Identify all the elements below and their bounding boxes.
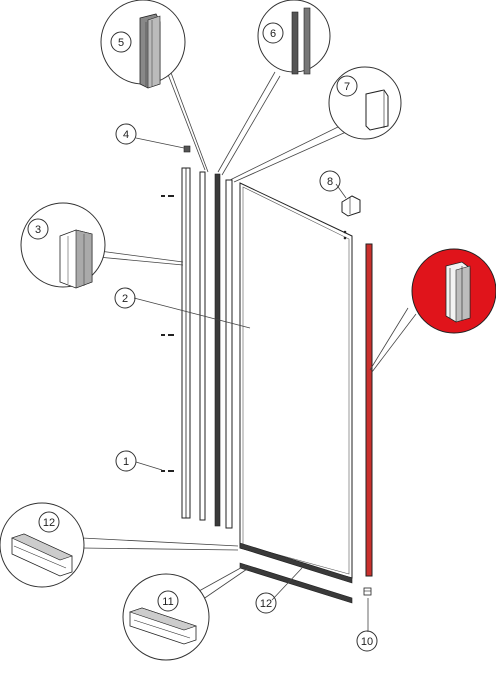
svg-text:12: 12 <box>260 598 272 610</box>
callout-3: 3 <box>27 218 49 240</box>
callout-11: 11 <box>157 590 179 612</box>
svg-text:11: 11 <box>162 596 173 608</box>
callout-7: 7 <box>336 75 358 97</box>
seal-strip-middle[interactable] <box>214 173 221 527</box>
screw-middle <box>161 334 174 336</box>
svg-text:7: 7 <box>344 81 350 93</box>
svg-text:4: 4 <box>123 129 129 141</box>
wall-profile[interactable] <box>181 167 191 519</box>
magnetic-profile[interactable] <box>365 243 373 577</box>
callout-4: 4 <box>115 123 137 145</box>
detail-view-seal-strip-white <box>328 66 402 140</box>
detail-view-seal-strip-dark <box>257 0 331 75</box>
leader-lines <box>81 63 417 632</box>
detail-view-seal-strip <box>100 0 186 89</box>
svg-text:1: 1 <box>123 456 129 468</box>
callout-8: 8 <box>319 170 341 192</box>
screw-top <box>161 195 174 197</box>
callout-5: 5 <box>110 31 132 53</box>
detail-view-wall-profile <box>20 202 106 289</box>
callout-2: 2 <box>114 287 136 309</box>
callout-12-detail: 12 <box>38 511 60 533</box>
bottom-seal-upper[interactable] <box>239 542 353 584</box>
svg-text:3: 3 <box>35 224 41 236</box>
seal-strip-left[interactable] <box>199 171 206 521</box>
svg-text:5: 5 <box>118 37 124 49</box>
bottom-seal-lower[interactable] <box>239 562 353 604</box>
callout-12: 12 <box>255 592 277 614</box>
svg-text:10: 10 <box>361 636 373 648</box>
glass-panel[interactable] <box>239 182 353 579</box>
wall-screws <box>161 195 174 472</box>
handle[interactable] <box>341 195 361 217</box>
detail-view-bottom-seal-alt <box>122 573 210 661</box>
seal-strip-right[interactable] <box>225 179 233 529</box>
svg-text:2: 2 <box>122 293 128 305</box>
callout-6: 6 <box>262 22 284 44</box>
svg-text:8: 8 <box>327 176 333 188</box>
svg-text:12: 12 <box>43 517 55 529</box>
detail-view-magnetic-profile[interactable] <box>411 248 496 334</box>
callout-1: 1 <box>115 450 137 472</box>
screw-bottom <box>161 470 174 472</box>
callout-10: 10 <box>356 630 378 652</box>
wall-profile-cap[interactable] <box>183 145 191 153</box>
svg-text:6: 6 <box>270 28 276 40</box>
detail-view-bottom-seal <box>0 502 85 588</box>
bottom-end-cap[interactable] <box>363 587 372 596</box>
